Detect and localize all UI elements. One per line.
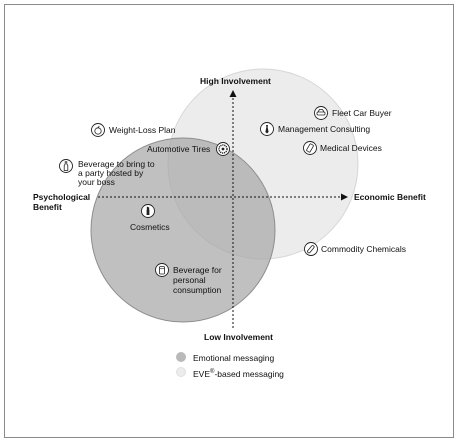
label-automotive-tires: Automotive Tires	[147, 144, 211, 154]
can-icon	[155, 263, 169, 277]
axis-left-label-line2: Benefit	[33, 202, 62, 212]
axis-bottom-label: Low Involvement	[204, 332, 273, 342]
legend-eve-prefix: EVE	[193, 368, 211, 379]
axis-right-label: Economic Benefit	[354, 192, 426, 202]
legend-eve-suffix: -based messaging	[214, 368, 284, 379]
legend-eve-registered: ®	[210, 369, 215, 375]
car-icon	[314, 106, 328, 120]
bottle-icon	[59, 159, 73, 173]
medical-device-icon	[303, 141, 317, 155]
legend-emotional-swatch	[176, 352, 186, 362]
apple-icon	[91, 123, 105, 137]
axis-left-label-line1: Psychological	[33, 192, 91, 202]
emotional-circle	[90, 137, 276, 323]
legend-eve-swatch	[176, 367, 186, 377]
label-personal-beverage-line1: Beverage for	[173, 265, 222, 275]
label-personal-beverage-line3: consumption	[173, 285, 222, 295]
label-party-beverage-line3: your boss	[78, 177, 115, 187]
tire-icon	[216, 142, 230, 156]
test-tube-icon	[304, 242, 318, 256]
label-weight-loss-plan: Weight-Loss Plan	[109, 125, 176, 135]
legend-eve-label: EVE®-based messaging	[193, 367, 284, 379]
legend-emotional-label: Emotional messaging	[193, 353, 275, 363]
tie-icon	[260, 122, 274, 136]
lipstick-icon	[141, 204, 155, 218]
label-party-beverage-line2: a party hosted by	[78, 168, 144, 178]
label-personal-beverage-line2: personal	[173, 275, 206, 285]
label-fleet-car-buyer: Fleet Car Buyer	[332, 108, 392, 118]
label-cosmetics: Cosmetics	[130, 222, 170, 232]
label-party-beverage-line1: Beverage to bring to	[78, 159, 155, 169]
axis-top-label: High Involvement	[200, 76, 271, 86]
label-medical-devices: Medical Devices	[320, 143, 382, 153]
label-commodity-chemicals: Commodity Chemicals	[321, 244, 407, 254]
label-management-consulting: Management Consulting	[278, 124, 371, 134]
